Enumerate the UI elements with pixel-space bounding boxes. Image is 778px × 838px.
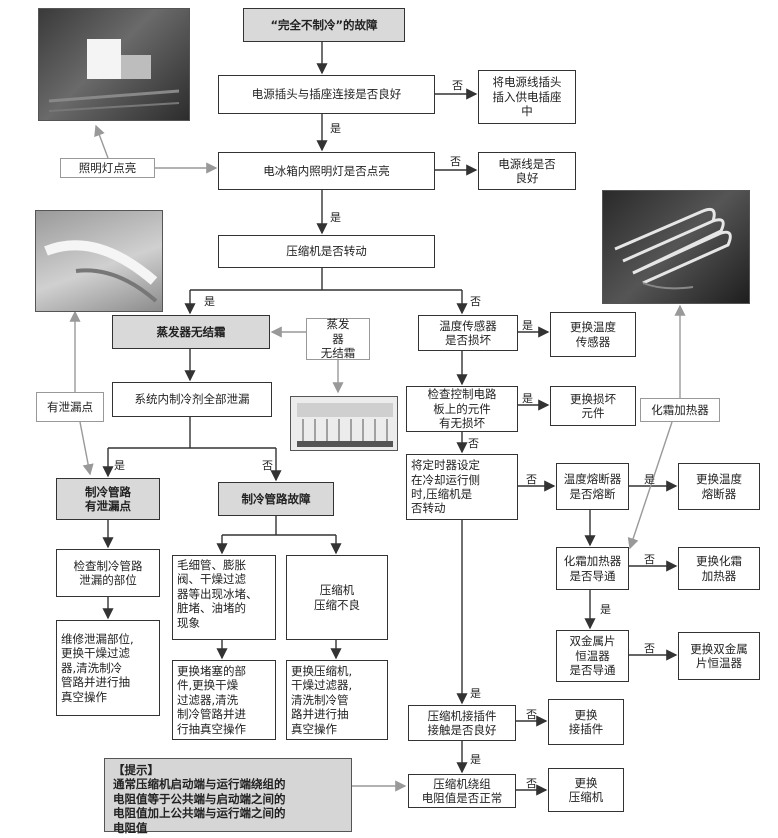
heater-fix-box: 更换化霜 加热器 (678, 547, 760, 590)
pipe-leak-box: 制冷管路 有泄漏点 (56, 478, 160, 520)
heater-box: 化霜加热器 是否导通 (556, 547, 629, 590)
shelf-photo (290, 396, 398, 451)
evaporator-illustration (44, 240, 158, 303)
label-yes: 是 (330, 122, 341, 135)
label-yes: 是 (470, 687, 481, 700)
label-yes: 是 (644, 473, 655, 486)
evap-frost-box: 蒸发器无结霜 (112, 315, 270, 349)
plug-check-box: 电源插头与插座连接是否良好 (218, 75, 435, 114)
shelf-illustration (297, 403, 393, 447)
cord-check-box: 电源线是否 良好 (478, 152, 576, 190)
light-photo (38, 8, 190, 121)
bimetal-fix-box: 更换双金属 片恒温器 (678, 632, 760, 680)
winding-box: 压缩机绕组 电阻值是否正常 (408, 774, 516, 808)
label-yes: 是 (204, 295, 215, 308)
note-leak-point: 有泄漏点 (36, 392, 104, 422)
board-fix-box: 更换损坏 元件 (550, 386, 636, 426)
comp-bad-box: 压缩机 压缩不良 (286, 555, 388, 640)
temp-sensor-box: 温度传感器 是否损坏 (418, 315, 518, 351)
label-no: 否 (470, 295, 481, 308)
clog-box: 毛细管、膨胀 阀、干燥过滤 器等出现冰堵、 脏堵、油堵的 现象 (172, 555, 276, 640)
timer-box: 将定时器设定 在冷却运行侧 时,压缩机是 否转动 (406, 454, 518, 520)
label-no: 否 (526, 473, 537, 486)
note-no-frost: 蒸发 器 无结霜 (306, 317, 370, 360)
heater-illustration (614, 207, 732, 290)
label-no: 否 (468, 437, 479, 450)
board-check-box: 检查控制电路 板上的元件 有无损坏 (406, 386, 518, 432)
plug-fix-box: 将电源线插头 插入供电插座 中 (478, 70, 576, 124)
label-no: 否 (452, 79, 463, 92)
connector-fix-box: 更换 接插件 (548, 699, 624, 745)
label-no: 否 (644, 642, 655, 655)
winding-fix-box: 更换 压缩机 (548, 768, 624, 812)
label-no: 否 (262, 459, 273, 472)
comp-bad-fix-box: 更换压缩机, 干燥过滤器, 清洗制冷管 路并进行抽 真空操作 (286, 660, 388, 740)
pipe-fault-box: 制冷管路故障 (218, 482, 334, 516)
label-yes: 是 (470, 753, 481, 766)
bimetal-box: 双金属片 恒温器 是否导通 (556, 630, 629, 682)
connector-box: 压缩机接插件 接触是否良好 (408, 705, 516, 741)
all-leak-box: 系统内制冷剂全部泄漏 (112, 382, 272, 417)
title-box: “完全不制冷”的故障 (243, 8, 405, 42)
note-defrost-heater: 化霜加热器 (640, 398, 720, 422)
temp-sensor-fix-box: 更换温度 传感器 (550, 312, 636, 357)
label-no: 否 (450, 155, 461, 168)
note-light-on: 照明灯点亮 (60, 158, 155, 178)
label-yes: 是 (114, 459, 125, 472)
label-yes: 是 (522, 392, 533, 405)
label-yes: 是 (330, 211, 341, 224)
light-check-box: 电冰箱内照明灯是否点亮 (218, 152, 435, 190)
label-yes: 是 (600, 603, 611, 616)
heater-photo (602, 190, 750, 304)
label-no: 否 (526, 777, 537, 790)
label-yes: 是 (522, 319, 533, 332)
evaporator-photo (35, 210, 163, 312)
fuse-fix-box: 更换温度 熔断器 (678, 463, 760, 510)
compressor-run-box: 压缩机是否转动 (218, 235, 435, 268)
tip-box: 【提示】 通常压缩机启动端与运行端绕组的 电阻值等于公共端与启动端之间的 电阻值… (104, 758, 352, 835)
lamp-illustration (48, 39, 180, 112)
check-leak-box: 检查制冷管路 泄漏的部位 (56, 549, 160, 597)
label-no: 否 (526, 708, 537, 721)
repair-leak-box: 维修泄漏部位, 更换干燥过滤 器,清洗制冷 管路并进行抽 真空操作 (56, 620, 160, 716)
clog-fix-box: 更换堵塞的部 件,更换干燥 过滤器,清洗 制冷管路并进 行抽真空操作 (172, 660, 276, 740)
label-no: 否 (644, 553, 655, 566)
fuse-box: 温度熔断器 是否熔断 (556, 463, 629, 510)
